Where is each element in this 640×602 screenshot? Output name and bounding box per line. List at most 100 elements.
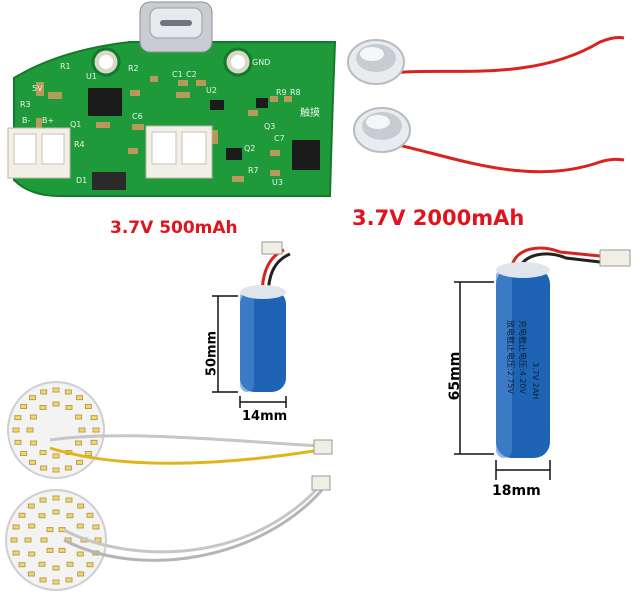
led-chip: [86, 562, 94, 568]
silk-d1: D1: [76, 176, 88, 185]
silk-u2: U2: [206, 86, 217, 95]
led-chip: [38, 561, 46, 567]
diode: [92, 172, 126, 190]
led-chip: [39, 404, 47, 410]
silk-b-plus: B+: [42, 116, 55, 125]
silk-r2: R2: [128, 64, 139, 73]
led-chip: [65, 497, 73, 503]
dimension-lines-small: [212, 295, 287, 408]
battery-connector: [7, 127, 71, 179]
led-chip: [39, 497, 47, 503]
silk-q3: Q3: [264, 122, 276, 131]
led-chip: [28, 395, 36, 401]
led-chip: [27, 503, 35, 509]
usb-c-connector: [139, 1, 213, 53]
led-chip: [12, 524, 20, 530]
caption-small-battery: 3.7V 500mAh: [110, 218, 238, 238]
silk-r3: R3: [20, 100, 31, 109]
piezo-atomizer-bottom: [353, 107, 625, 174]
silk-q1: Q1: [70, 120, 82, 129]
led-chip: [76, 523, 84, 529]
led-chip: [39, 577, 47, 583]
led-chip: [39, 450, 47, 456]
dim-large-height: 65mm: [447, 351, 463, 401]
led-chip: [76, 459, 84, 465]
led-chip: [77, 503, 85, 509]
led-chip: [64, 465, 72, 471]
silk-c7: C7: [274, 134, 285, 143]
led-chip: [40, 389, 48, 395]
led-chip: [40, 537, 48, 543]
led-chip: [52, 401, 60, 407]
load-connector: [145, 125, 213, 179]
dim-small-width: 14mm: [242, 409, 288, 424]
led-chip: [46, 547, 54, 553]
led-chip: [90, 415, 98, 421]
led-chip: [52, 467, 60, 473]
led-chip: [29, 440, 37, 446]
silk-r1: R1: [60, 62, 71, 71]
led-chip: [75, 440, 83, 446]
led-chip: [46, 527, 54, 533]
silk-r8: R8: [290, 88, 301, 97]
led-chip: [75, 414, 83, 420]
led-board-bottom: [5, 475, 331, 591]
led-chip: [66, 561, 74, 567]
dim-small-height: 50mm: [204, 330, 220, 377]
led-chip: [18, 562, 26, 568]
led-chip: [18, 512, 26, 518]
led-chip: [20, 451, 28, 457]
silk-c2: C2: [186, 70, 197, 79]
led-chip: [77, 571, 85, 577]
led-chip: [86, 512, 94, 518]
dimension-lines-large: [454, 281, 551, 480]
led-chip: [28, 551, 36, 557]
led-chip: [52, 579, 60, 585]
led-chip: [58, 547, 66, 553]
small-battery: [240, 241, 291, 392]
silk-b-minus: B-: [22, 116, 31, 125]
led-board-top: [7, 381, 333, 479]
caption-large-battery: 3.7V 2000mAh: [352, 206, 525, 230]
led-chip: [66, 513, 74, 519]
led-chip: [90, 439, 98, 445]
led-chip: [76, 395, 84, 401]
large-battery: [496, 246, 631, 458]
led-chip: [12, 550, 20, 556]
silk-5v: 5V: [32, 84, 43, 93]
led-chip: [64, 389, 72, 395]
led-chip: [10, 537, 18, 543]
led-chip: [52, 495, 60, 501]
led-chip: [26, 427, 34, 433]
led-chip: [20, 403, 28, 409]
battery-label-line3: 放电截止电压:2.75V: [506, 320, 515, 394]
led-chip: [14, 415, 22, 421]
led-chip: [29, 414, 37, 420]
led-chip: [12, 427, 20, 433]
dim-large-width: 18mm: [492, 483, 541, 499]
led-chip: [78, 427, 86, 433]
ic-chip: [88, 88, 122, 116]
silk-c6: C6: [132, 112, 143, 121]
silk-c1: C1: [172, 70, 183, 79]
silk-touch: 触摸: [300, 108, 320, 119]
led-chip: [65, 577, 73, 583]
led-chip: [24, 537, 32, 543]
silk-u3: U3: [272, 178, 283, 187]
led-chip: [92, 427, 100, 433]
silk-r4: R4: [74, 140, 85, 149]
silk-gnd: GND: [252, 58, 271, 67]
led-chip: [52, 565, 60, 571]
led-chip: [84, 451, 92, 457]
led-chip: [38, 513, 46, 519]
led-chip: [52, 453, 60, 459]
led-chip: [92, 524, 100, 530]
battery-label-line1: 3.7V 2AH: [531, 362, 540, 400]
led-chip: [14, 439, 22, 445]
led-chip: [40, 465, 48, 471]
led-chip: [27, 571, 35, 577]
led-chip: [28, 459, 36, 465]
led-chip: [52, 387, 60, 393]
silk-r9: R9: [276, 88, 287, 97]
